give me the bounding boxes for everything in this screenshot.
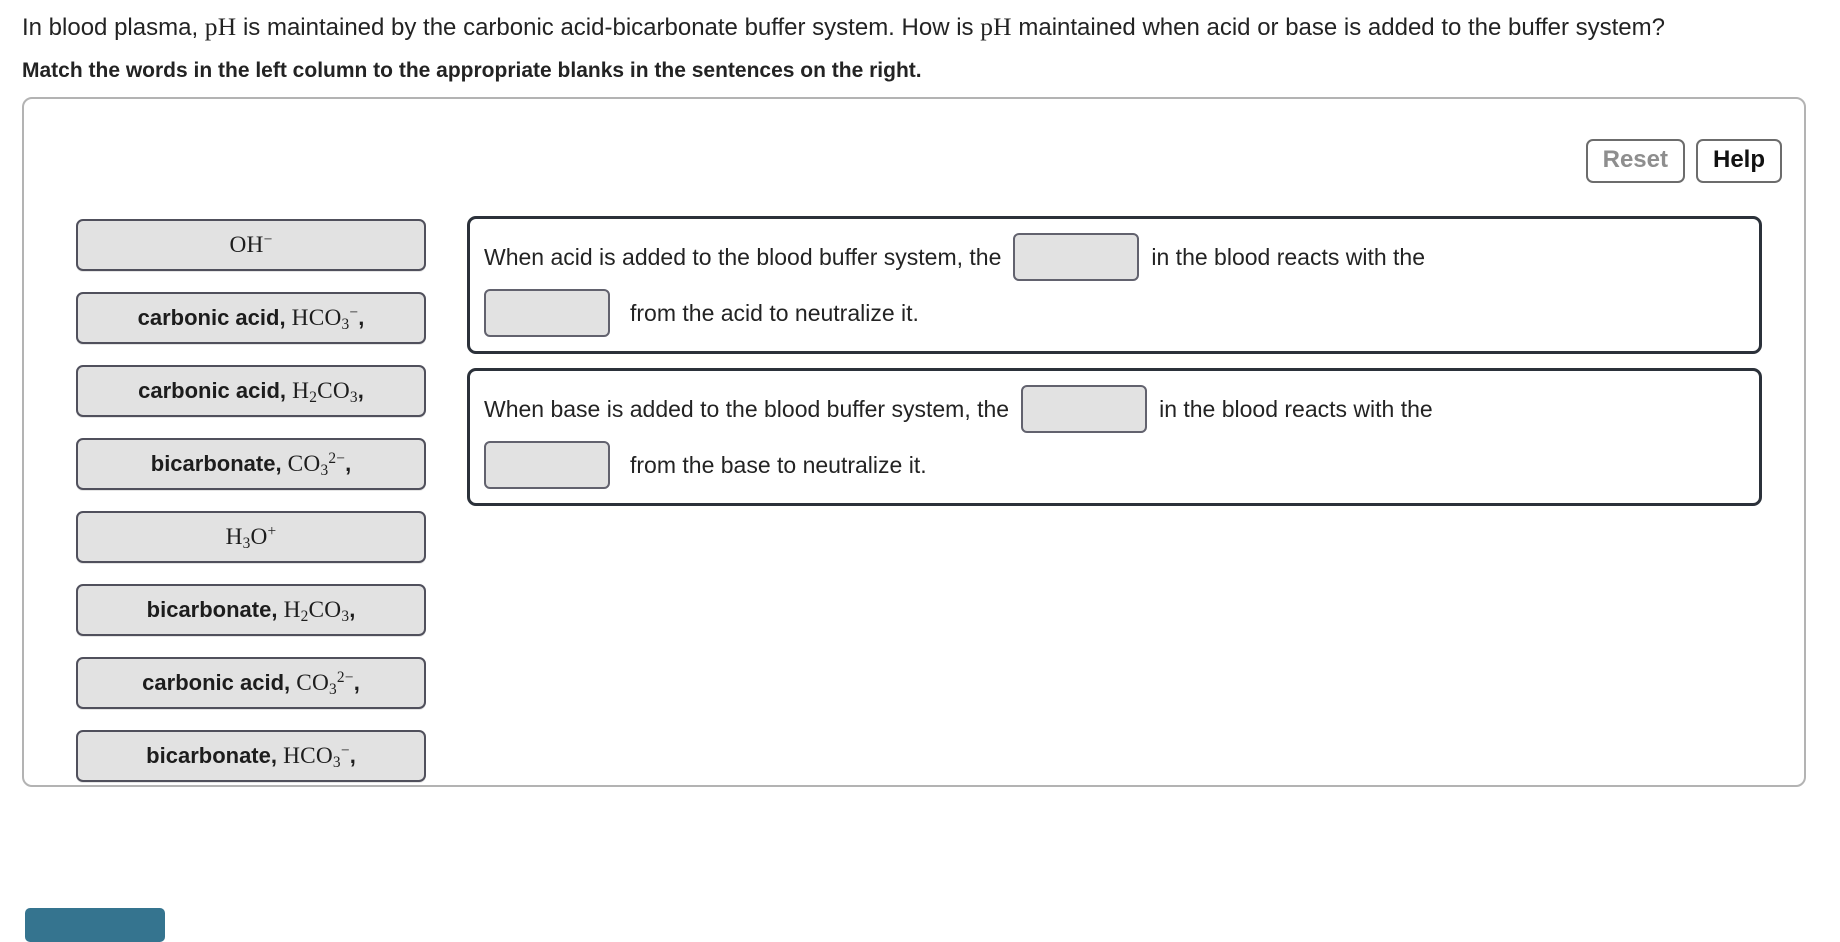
word-bank: OH−carbonic acid, HCO3−,carbonic acid, H… <box>76 219 426 803</box>
tile-word: carbonic acid, <box>138 378 293 403</box>
drop-blank-1[interactable] <box>1013 233 1140 281</box>
tile-trailing-comma: , <box>349 597 356 622</box>
sentence-line-2: from the base to neutralize it. <box>484 437 1745 493</box>
tile-formula: OH− <box>229 230 273 258</box>
sentence-list: When acid is added to the blood buffer s… <box>467 216 1762 520</box>
base-sentence: When base is added to the blood buffer s… <box>467 368 1762 506</box>
word-tile[interactable]: carbonic acid, CO32−, <box>76 657 426 709</box>
toolbar: Reset Help <box>1585 139 1782 183</box>
word-tile[interactable]: bicarbonate, HCO3−, <box>76 730 426 782</box>
question-stem-part2: is maintained by the carbonic acid-bicar… <box>236 14 981 41</box>
reset-button[interactable]: Reset <box>1585 139 1685 183</box>
tile-trailing-comma: , <box>353 670 360 695</box>
word-tile[interactable]: H3O+ <box>76 511 426 563</box>
ph-math-1: pH <box>204 12 237 41</box>
ph-math-2: pH <box>980 12 1012 41</box>
sentence-line-1: When base is added to the blood buffer s… <box>484 381 1745 437</box>
drop-blank-2[interactable] <box>484 289 610 337</box>
tile-word: bicarbonate, <box>150 451 288 476</box>
tile-trailing-comma: , <box>345 451 352 476</box>
tile-formula: HCO3− <box>283 741 350 771</box>
sentence-line-1: When acid is added to the blood buffer s… <box>484 229 1745 285</box>
tile-trailing-comma: , <box>357 378 364 403</box>
acid-sentence: When acid is added to the blood buffer s… <box>467 216 1762 354</box>
instruction-text: Match the words in the left column to th… <box>22 59 922 82</box>
tile-formula: HCO3− <box>291 303 359 333</box>
sentence-text-before: When base is added to the blood buffer s… <box>484 396 1010 422</box>
sentence-text-tail: from the base to neutralize it. <box>630 452 927 478</box>
drop-blank-2[interactable] <box>484 441 610 489</box>
sentence-text-before: When acid is added to the blood buffer s… <box>484 244 1002 270</box>
tile-formula: CO32− <box>287 449 346 479</box>
question-stem-part3: maintained when acid or base is added to… <box>1011 14 1665 41</box>
sentence-text-after: in the blood reacts with the <box>1159 396 1433 422</box>
tile-word: bicarbonate, <box>146 743 284 768</box>
drop-blank-1[interactable] <box>1021 385 1148 433</box>
page-title: In blood plasma, pH is maintained by the… <box>22 12 1822 43</box>
sentence-line-2: from the acid to neutralize it. <box>484 285 1745 341</box>
tile-trailing-comma: , <box>349 743 356 768</box>
word-tile[interactable]: carbonic acid, H2CO3, <box>76 365 426 417</box>
tile-trailing-comma: , <box>358 305 365 330</box>
tile-formula: H2CO3 <box>292 377 358 406</box>
word-tile[interactable]: bicarbonate, CO32−, <box>76 438 426 490</box>
activity-panel: Reset Help OH−carbonic acid, HCO3−,carbo… <box>22 97 1806 787</box>
tile-formula: CO32− <box>296 668 354 698</box>
tile-word: bicarbonate, <box>146 597 284 622</box>
tile-word: carbonic acid, <box>137 305 292 330</box>
sentence-text-after: in the blood reacts with the <box>1151 244 1425 270</box>
help-button[interactable]: Help <box>1695 139 1782 183</box>
sentence-text-tail: from the acid to neutralize it. <box>630 300 919 326</box>
tile-formula: H3O+ <box>225 522 277 552</box>
word-tile[interactable]: bicarbonate, H2CO3, <box>76 584 426 636</box>
tile-word: carbonic acid, <box>142 670 297 695</box>
word-tile[interactable]: OH− <box>76 219 426 271</box>
tile-formula: H2CO3 <box>283 596 350 625</box>
submit-button[interactable] <box>25 908 165 942</box>
question-stem-part1: In blood plasma, <box>22 14 205 41</box>
word-tile[interactable]: carbonic acid, HCO3−, <box>76 292 426 344</box>
